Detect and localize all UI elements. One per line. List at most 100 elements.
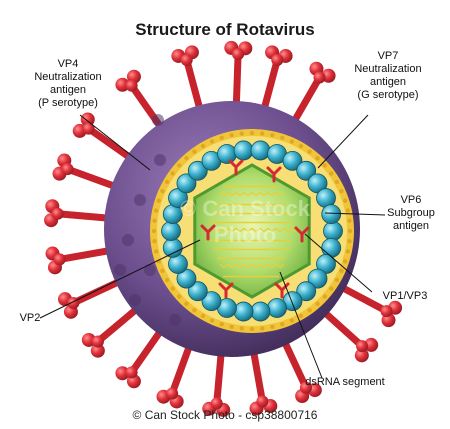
yellow-dot (153, 208, 159, 213)
marker-shape (266, 166, 282, 183)
yellow-dot (315, 155, 320, 161)
vp1-vp3-marker (294, 226, 310, 243)
spike (57, 276, 127, 319)
spike-stalk (94, 302, 144, 345)
yellow-dot (260, 131, 265, 136)
spike-node (166, 387, 179, 400)
spike-stalk (317, 305, 366, 350)
yellow-dot (280, 135, 285, 140)
yellow-dot (339, 268, 344, 274)
yellow-dot (249, 326, 255, 332)
yellow-dot (229, 324, 234, 330)
spike-stalk (288, 73, 323, 129)
yellow-dot (156, 198, 161, 203)
vp1-vp3-marker (200, 224, 216, 241)
vp6-bead (282, 150, 303, 171)
spike-stalk (54, 210, 116, 223)
yellow-dot (315, 301, 320, 307)
yellow-dot (184, 155, 189, 161)
footer-credit: © Can Stock Photo - csp38800716 (132, 408, 318, 422)
vp1vp3-leader (304, 233, 373, 293)
vp6-bead (217, 144, 237, 164)
rna-strand (207, 227, 297, 233)
yellow-dot (192, 308, 197, 313)
dimple (144, 264, 156, 276)
yellow-dot (343, 259, 348, 264)
vp6-bead (233, 140, 254, 161)
yellow-dot (270, 324, 275, 330)
vp4-leader (79, 114, 151, 171)
spike-node (356, 340, 369, 353)
marker-shape (200, 224, 216, 241)
vp6-bead-layer (161, 140, 343, 322)
spike-node (380, 305, 393, 318)
spike-stalk (56, 246, 118, 263)
yellow-dot (347, 228, 353, 234)
spike-head (115, 77, 130, 92)
vp6-bead (267, 298, 287, 318)
spike-stalk (168, 338, 195, 397)
yellow-dot (192, 149, 197, 154)
spike (72, 112, 138, 164)
dimple (152, 114, 164, 126)
marker-shape (218, 282, 234, 299)
yellow-dot (289, 318, 295, 323)
vp6-bead (307, 268, 328, 289)
spike-head (80, 112, 95, 127)
yellow-dot (307, 308, 312, 313)
spike-node (125, 79, 138, 92)
spike-node (210, 397, 223, 410)
spike (249, 343, 278, 416)
yellow-dot (329, 286, 334, 291)
spike-node (61, 163, 74, 176)
spike (81, 302, 144, 358)
yellow-dot (260, 326, 265, 331)
vp7-label: VP7 Neutralization antigen (G serotype) (354, 50, 422, 101)
dimple (122, 234, 134, 246)
yellow-dot (152, 218, 157, 223)
yellow-dot (239, 326, 244, 331)
yellow-dot (345, 208, 351, 213)
spike (171, 45, 205, 117)
yellow-dot (184, 301, 189, 307)
vp6-bead (201, 291, 222, 312)
spike-node (232, 48, 245, 61)
vp6-bead (321, 204, 342, 225)
vp1-vp3-marker (274, 282, 290, 299)
vp1-vp3-markers (200, 159, 310, 299)
yellow-dot (307, 149, 312, 154)
vp6-bead (250, 140, 271, 161)
vp6-bead (168, 188, 188, 208)
dsrna-leader (279, 271, 323, 379)
marker-shape (294, 226, 310, 243)
spike-node (299, 381, 312, 394)
spike-stalk (128, 323, 167, 376)
yellow-dot (170, 286, 175, 291)
vp7-leader (317, 114, 369, 169)
spike-stalk (279, 334, 310, 392)
yellow-dot (345, 249, 351, 254)
spike (288, 61, 336, 129)
spike-stalk (213, 345, 226, 407)
vp6-bead (187, 281, 208, 302)
spike-head (90, 343, 105, 358)
spike (317, 305, 379, 363)
spike-stalk (69, 276, 127, 307)
diagram-title: Structure of Rotavirus (135, 20, 315, 39)
vp6-label: VP6 Subgroup antigen (387, 194, 435, 232)
yellow-dot (176, 163, 182, 168)
yellow-dot (170, 171, 175, 176)
yellow-dot (209, 139, 215, 144)
yellow-dot (239, 131, 244, 136)
yellow-dot (151, 228, 157, 234)
yellow-dot (209, 318, 215, 323)
rna-strand (219, 191, 285, 197)
watermark-text: © Can Stock Photo (180, 196, 310, 247)
yellow-dot (298, 143, 304, 149)
yellow-dot (200, 313, 206, 319)
yellow-dot (176, 294, 182, 299)
spike-stalk (85, 125, 138, 164)
yellow-dot (200, 143, 206, 149)
spike (202, 345, 231, 417)
vp1-vp3-marker (228, 159, 244, 176)
